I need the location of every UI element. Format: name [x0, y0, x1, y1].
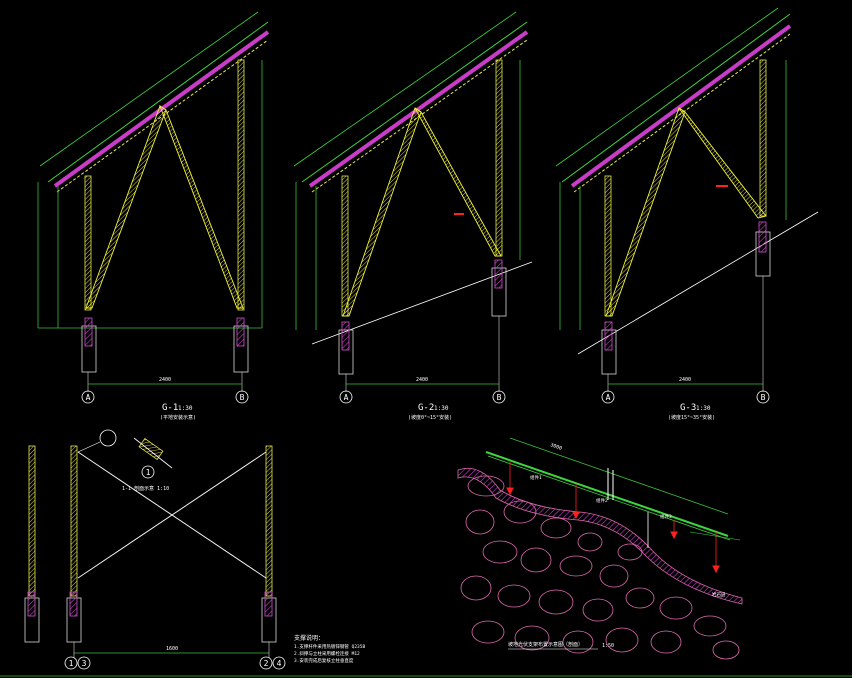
- rafter-outer: [47, 21, 269, 183]
- grid-bubble-3: [77, 656, 91, 670]
- grid-label-1: 1: [69, 659, 74, 668]
- footing-right-core: [494, 259, 503, 289]
- rock-label: 岩石层: [712, 591, 726, 598]
- column-right: [495, 59, 503, 257]
- slope-ground-line: [577, 211, 819, 355]
- grid-bubble-2: [259, 656, 273, 670]
- column-left: [84, 175, 92, 311]
- column-right: [265, 445, 273, 597]
- note-line: 1.支撑杆件采用热镀锌钢管 Q235B: [294, 643, 365, 650]
- bracing-side-view: 1 3 2 4 1600 1 1-1 剖面示意 1:10 支撑说明： 1.支撑杆…: [24, 429, 365, 670]
- elevation-scale: 1:30: [696, 405, 711, 412]
- footing-right-core: [264, 591, 273, 617]
- panel-array-edge: [487, 455, 731, 541]
- grid-bubble-a: [339, 390, 353, 404]
- slope-caption: 坡地光伏支架布置示意图（剖面）: [508, 641, 583, 648]
- top-dim-label: 3000: [549, 442, 562, 452]
- brace-left: [605, 107, 686, 317]
- brace-right: [678, 107, 767, 219]
- brace-right: [159, 104, 244, 309]
- elevation-note: (坡度15°~35°安装): [668, 414, 715, 421]
- grid-label-3: 3: [82, 659, 87, 668]
- detail-plate: [138, 438, 164, 460]
- rafter-dim-line: [39, 11, 259, 167]
- grid-label-a: A: [344, 393, 349, 402]
- panel-array: [485, 451, 729, 537]
- grid-bubble-4: [272, 656, 286, 670]
- top-dim-line: [509, 437, 729, 515]
- footing-left-core: [84, 317, 93, 347]
- elevation-title: G-1: [162, 403, 178, 413]
- span-label: 1600: [166, 646, 178, 652]
- grid-label-b: B: [761, 393, 766, 402]
- grid-bubble-b: [492, 390, 506, 404]
- grid-label-a: A: [86, 393, 91, 402]
- elevation-g1: A B 2400 G-1 1:30 (平地安装示意): [37, 11, 270, 421]
- ground-surface: [457, 467, 743, 605]
- column-right: [237, 59, 245, 311]
- column-left: [604, 175, 612, 317]
- panel-label: 组件3: [660, 513, 672, 520]
- detail-callout: [99, 429, 117, 447]
- grid-label-2: 2: [264, 659, 269, 668]
- grid-bubble-1: [64, 656, 78, 670]
- detail-id: 1: [146, 468, 151, 477]
- elevation-g3: A B 2400 G-3 1:30 (坡度15°~35°安装): [555, 7, 819, 421]
- footing-left-core: [604, 321, 613, 351]
- rafter-dim-line: [293, 11, 517, 167]
- panel-label: 组件1: [530, 474, 542, 481]
- rock-layer: [460, 475, 740, 660]
- footing-left-core: [69, 591, 78, 617]
- elevation-scale: 1:30: [434, 405, 449, 412]
- column-left: [341, 175, 349, 317]
- grid-label-a: A: [606, 393, 611, 402]
- load-arrows: [506, 462, 720, 574]
- footing-left-core: [341, 321, 350, 351]
- note-line: 3.安装完成后复核立柱垂直度: [294, 657, 354, 664]
- cross-brace-2: [77, 451, 267, 579]
- footing-right-core: [758, 221, 767, 253]
- grid-label-b: B: [240, 393, 245, 402]
- grid-bubble-a: [601, 390, 615, 404]
- column-far-left: [28, 445, 36, 597]
- elevation-title: G-2: [418, 403, 434, 413]
- slope-section: 3000 组件1 组件2 组件3 岩石层 坡地光伏支架布置示意图（剖面） 1:5…: [457, 437, 743, 660]
- span-label: 2400: [679, 377, 691, 383]
- detail-section: 1 1-1 剖面示意 1:10: [122, 437, 173, 492]
- slope-scale: 1:50: [602, 643, 614, 649]
- grid-bubble-a: [81, 390, 95, 404]
- grid-label-4: 4: [277, 659, 282, 668]
- grid-bubble-b: [756, 390, 770, 404]
- rafter-panel: [570, 24, 792, 188]
- span-label: 2400: [159, 377, 171, 383]
- note-line: 2.斜撑与立柱采用螺栓连接 M12: [294, 650, 360, 657]
- column-right: [759, 59, 767, 217]
- elevation-g2: A B 2400 G-2 1:30 (坡度0°~15°安装): [293, 11, 533, 421]
- rafter-outer: [561, 13, 791, 183]
- brace-left: [342, 107, 422, 317]
- brace-right: [414, 107, 502, 257]
- detail-note: 1-1 剖面示意 1:10: [122, 485, 169, 492]
- elevation-scale: 1:30: [178, 405, 193, 412]
- grid-label-b: B: [497, 393, 502, 402]
- elevation-title: G-3: [680, 403, 696, 413]
- elevation-note: (平地安装示意): [160, 414, 196, 421]
- elevation-note: (坡度0°~15°安装): [408, 414, 452, 421]
- column-left: [70, 445, 78, 597]
- rafter-outer: [301, 21, 528, 183]
- rafter-dim-line: [555, 7, 779, 167]
- span-label: 2400: [416, 377, 428, 383]
- leader-line: [689, 531, 741, 541]
- detail-rod: [133, 437, 173, 469]
- grid-bubble-b: [235, 390, 249, 404]
- panel-label: 组件2: [596, 497, 608, 504]
- detail-mark: [141, 465, 155, 479]
- detail-leader: [77, 441, 101, 453]
- footing-right-core: [236, 317, 245, 347]
- notes-title: 支撑说明：: [294, 634, 324, 642]
- rafter-panel: [308, 30, 529, 188]
- footing-far-left-core: [27, 591, 36, 617]
